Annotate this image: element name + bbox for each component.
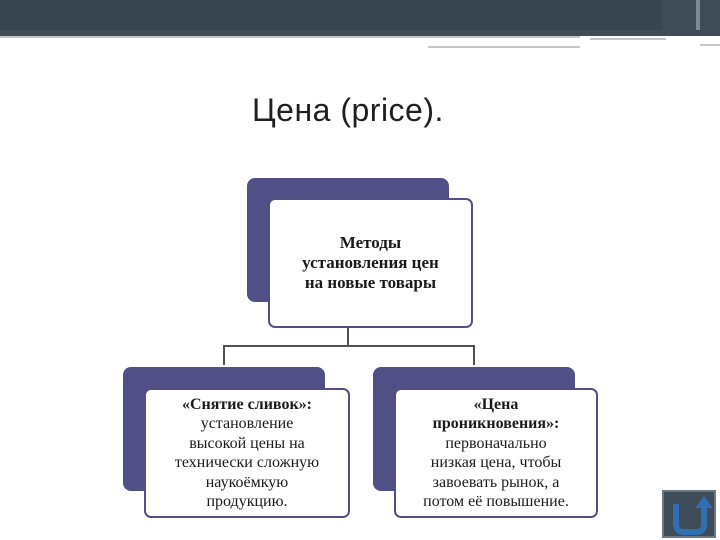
right-node-text-line6: потом её повышение.	[423, 493, 569, 510]
left-node-text-line2: установление	[200, 415, 294, 432]
right-node-text-line1: «Цена	[473, 395, 519, 413]
header-rule-right	[590, 38, 666, 40]
header-bar-stripe	[696, 0, 700, 30]
right-node-text-line4: низкая цена, чтобы	[430, 454, 562, 471]
left-node: «Снятие сливок»: установление высокой це…	[144, 388, 350, 518]
header-bar-dark	[0, 0, 662, 30]
right-node-text-line5: завоевать рынок, а	[432, 473, 560, 491]
left-node-text-line6: продукцию.	[206, 493, 288, 510]
connector-right-drop	[473, 345, 475, 365]
return-button[interactable]	[662, 490, 716, 538]
header-bar	[0, 0, 720, 36]
header-rule-left	[0, 36, 580, 38]
root-node-text-line1: Методы	[339, 233, 402, 252]
left-node-text-line4: технически сложную	[174, 454, 320, 471]
root-node: Методы установления цен на новые товары	[268, 198, 473, 328]
left-node-text-line3: высокой цены на	[189, 434, 305, 452]
right-node: «Цена проникновения»: первоначально низк…	[394, 388, 598, 518]
connector-root-stem	[347, 328, 349, 346]
connector-left-drop	[223, 345, 225, 365]
root-node-text-line3: на новые товары	[304, 273, 437, 292]
connector-horizontal	[223, 345, 475, 347]
left-node-text-line5: наукоёмкую	[205, 473, 289, 491]
root-node-text-line2: установления цен	[302, 253, 439, 272]
return-arrow-icon	[673, 496, 713, 535]
slide-title: Цена (price).	[252, 92, 444, 128]
header-rule-middle	[428, 46, 580, 48]
right-node-text-line3: первоначально	[445, 434, 547, 452]
left-node-text-line1: «Снятие сливок»:	[182, 395, 312, 413]
right-node-text-line2: проникновения»:	[432, 415, 560, 432]
header-rule-far-right	[700, 44, 720, 46]
